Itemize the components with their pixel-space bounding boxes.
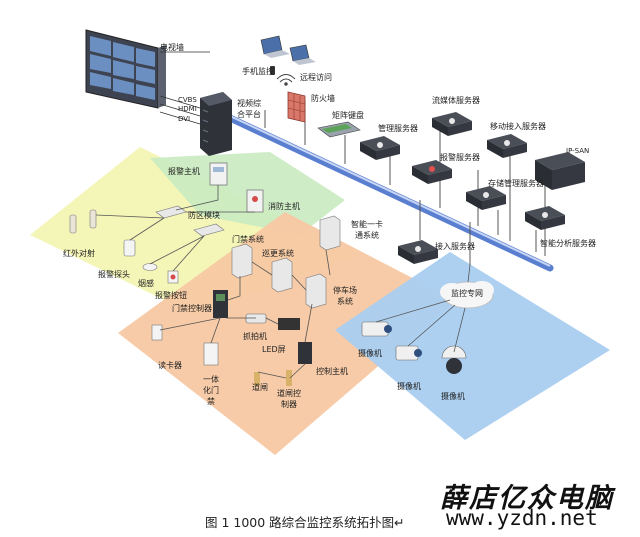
label-ip-san: IP-SAN — [566, 147, 590, 155]
backbone-cable — [226, 114, 554, 272]
label-infrared: 红外对射 — [63, 249, 95, 258]
label-card-reader: 读卡器 — [158, 361, 182, 370]
label-tv-wall: 电视墙 — [160, 43, 184, 52]
camera-icon — [361, 321, 392, 337]
label-zone-module: 防区模块 — [188, 211, 220, 220]
wifi-icon — [276, 74, 296, 86]
mobile-access-server-icon — [487, 134, 527, 158]
label-mobile-monitor: 手机监控 — [242, 67, 274, 76]
led-icon — [278, 318, 300, 330]
label-alarm-probe: 报警探头 — [98, 270, 130, 279]
label-access-server: 接入服务器 — [435, 242, 475, 251]
alarm-host-icon — [209, 162, 228, 186]
label-access-system: 门禁系统 — [232, 235, 264, 244]
integrated-access-icon — [203, 342, 219, 366]
figure-caption: 图 1 1000 路综合监控系统拓扑图↵ — [205, 515, 405, 530]
label-access-controller: 门禁控制器 — [172, 304, 212, 313]
card-reader-icon — [213, 290, 228, 318]
camera-icon-2 — [395, 345, 422, 361]
label-analysis-server: 智能分析服务器 — [540, 239, 596, 248]
access-server-icon — [398, 240, 438, 264]
backbone-highlight — [229, 115, 551, 267]
cloud-icon — [440, 281, 494, 309]
label-dvi: DVI — [178, 115, 191, 123]
label-gate-controller: 道闸控制器 — [277, 389, 301, 409]
label-control-host: 控制主机 — [316, 367, 348, 376]
label-monitor-network: 监控专网 — [451, 289, 483, 298]
label-camera-1: 摄像机 — [358, 349, 382, 358]
laptop-icon-2 — [289, 44, 316, 65]
firewall-icon — [287, 91, 306, 123]
fire-host-icon — [246, 189, 264, 213]
label-firewall: 防火墙 — [311, 94, 335, 103]
label-camera-2: 摄像机 — [397, 382, 421, 391]
reader-icon — [151, 324, 163, 341]
zone-access-orange — [118, 212, 455, 455]
label-hdmi: HDMI — [178, 105, 197, 113]
laptop-icon — [260, 35, 290, 58]
label-camera-3: 摄像机 — [441, 392, 465, 401]
infrared-sensor-icon — [69, 209, 97, 234]
alarm-links — [95, 185, 255, 272]
watermark-url: www.yzdn.net — [446, 506, 598, 530]
alarm-probe-icon — [123, 239, 136, 257]
label-matrix-keyboard: 矩阵键盘 — [332, 111, 364, 120]
label-alarm-button: 报警按钮 — [155, 291, 187, 300]
watermark-chinese: 薛店亿众电脑 — [440, 483, 614, 514]
analysis-server-icon — [525, 206, 565, 230]
label-cvbs: CVBS — [178, 96, 197, 104]
label-alarm-server: 报警服务器 — [440, 153, 480, 162]
parking-server-icon — [305, 273, 327, 309]
label-smoke: 烟感 — [138, 279, 154, 288]
storage-server-icon — [466, 186, 506, 210]
camera-links — [375, 264, 471, 353]
smartcard-server-icon — [319, 215, 341, 251]
patrol-system-server-icon — [271, 257, 293, 293]
gate-icon — [254, 370, 292, 386]
label-streaming-server: 流媒体服务器 — [432, 96, 480, 105]
label-led-screen: LED屏 — [262, 345, 286, 354]
access-links — [159, 249, 331, 379]
label-gate: 道闸 — [252, 383, 268, 392]
label-video-platform: 视频综合平台 — [237, 99, 261, 119]
capture-camera-icon — [245, 313, 267, 324]
label-alarm-host: 报警主机 — [168, 167, 200, 176]
label-patrol-system: 巡更系统 — [262, 249, 294, 258]
label-fire-host: 消防主机 — [268, 202, 300, 211]
label-capture-camera: 抓拍机 — [243, 332, 267, 341]
tv-wall-icon — [85, 29, 166, 109]
ip-san-icon — [535, 152, 585, 190]
keyboard-icon — [317, 121, 361, 138]
management-server-icon — [360, 136, 400, 160]
alarm-button-icon — [167, 270, 179, 284]
smoke-sensor-icon — [142, 263, 158, 271]
server-icon — [200, 92, 232, 156]
label-remote-access: 远程访问 — [300, 73, 332, 82]
label-smartcard-system: 智能一卡通系统 — [351, 220, 383, 240]
label-parking-system: 停车场系统 — [333, 286, 357, 306]
label-integrated-access: 一体化门禁 — [203, 375, 219, 406]
label-storage-server: 存储管理服务器 — [488, 179, 544, 188]
access-system-server-icon — [231, 243, 253, 279]
phone-icon — [270, 66, 275, 75]
streaming-server-icon — [432, 112, 472, 136]
label-mobile-access-server: 移动接入服务器 — [490, 122, 546, 131]
label-management-server: 管理服务器 — [378, 124, 418, 133]
zone-camera-blue — [335, 252, 610, 440]
control-host-icon — [298, 342, 312, 364]
alarm-server-icon — [412, 160, 452, 184]
